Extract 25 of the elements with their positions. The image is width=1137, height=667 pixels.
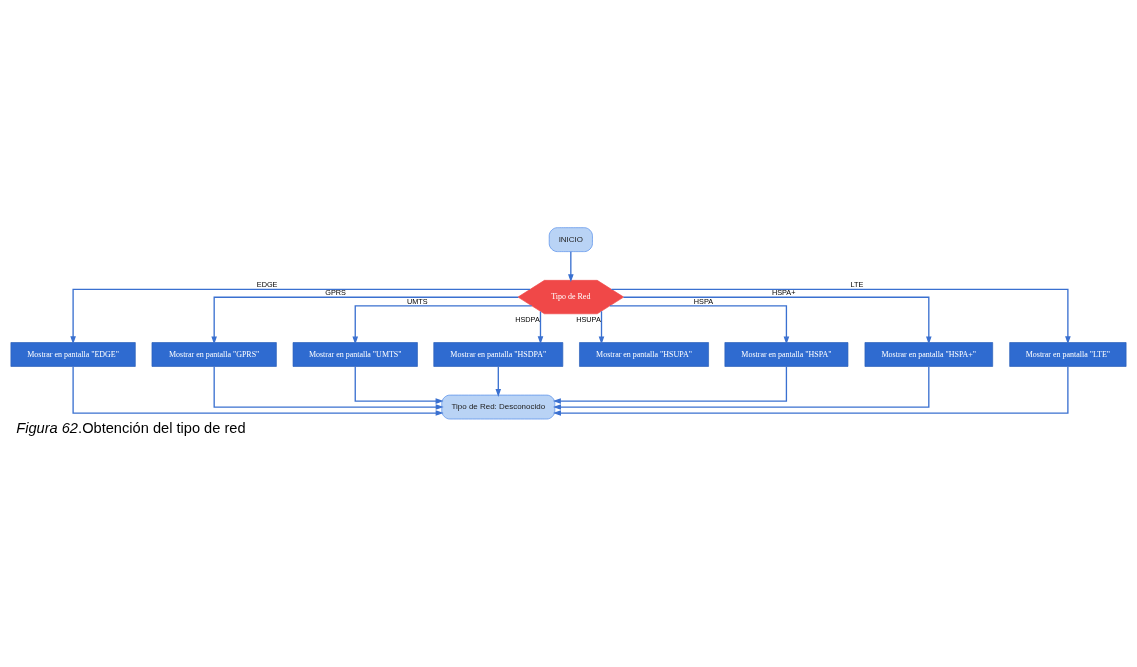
arrow [354,365,444,404]
arrow [211,296,519,344]
edge-label: GPRS [325,287,346,297]
arrow [537,310,544,344]
arrow [598,310,605,344]
arrow [70,288,531,344]
caption: Figura 62.Obtención del tipo de red [16,419,246,436]
arrow [352,304,533,344]
arrow [610,288,1071,344]
arrow [213,365,444,410]
arrow [495,365,502,397]
arrow [553,365,1069,416]
edge-label: HSUPA [576,314,601,324]
edge-label: UMTS [406,296,428,306]
arrow [552,365,788,404]
edge-label: HSPA+ [771,287,796,297]
edge-label: HSPA [693,296,714,306]
arrow [622,296,932,344]
arrow [72,365,444,416]
arrow [553,365,930,410]
edge-label: HSDPA [515,314,540,324]
arrow [568,250,574,282]
edge-label: EDGE [256,279,278,289]
edge-label: LTE [850,279,864,289]
arrow [609,304,790,344]
